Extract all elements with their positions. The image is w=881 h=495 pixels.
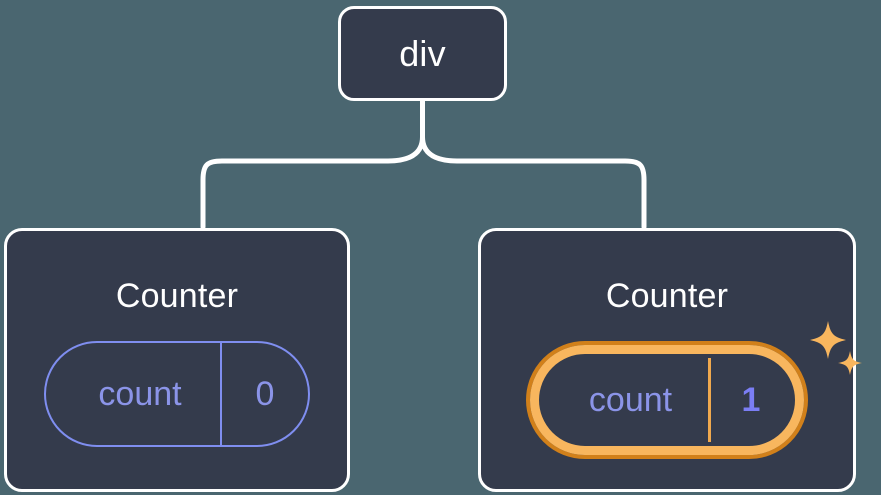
state-pill-count-1-highlighted[interactable]: count 1 bbox=[526, 341, 808, 459]
sparkle-small-icon bbox=[838, 351, 862, 375]
node-div-label: div bbox=[399, 32, 446, 74]
node-counter-left[interactable]: Counter count 0 bbox=[4, 228, 350, 492]
counter-right-title: Counter bbox=[605, 277, 729, 315]
state-key-label: count bbox=[46, 343, 222, 445]
node-counter-right[interactable]: Counter count 1 bbox=[478, 228, 862, 492]
state-value-label: 0 bbox=[255, 374, 275, 413]
node-div[interactable]: div bbox=[338, 6, 507, 101]
counter-right-state-wrap: count 1 bbox=[526, 321, 862, 459]
counter-left-title: Counter bbox=[115, 277, 239, 315]
state-key-label: count bbox=[543, 358, 711, 442]
sparkle-group bbox=[810, 321, 862, 375]
state-pill-body: count 1 bbox=[543, 358, 791, 442]
counter-left-state-wrap: count 0 bbox=[44, 341, 310, 447]
sparkle-large-icon bbox=[810, 321, 846, 359]
state-value-label: 1 bbox=[741, 380, 761, 419]
state-pill-count-0[interactable]: count 0 bbox=[44, 341, 310, 447]
